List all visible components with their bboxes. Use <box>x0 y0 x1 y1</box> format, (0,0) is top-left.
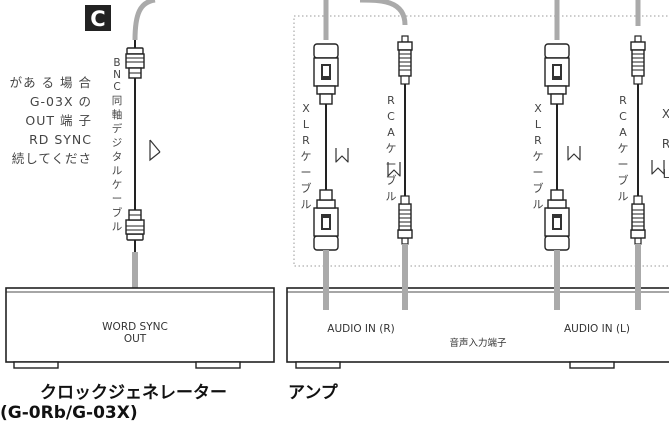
cable-label-char: R <box>302 134 310 147</box>
cable-label-char: X <box>662 107 669 121</box>
xlr-cable-r <box>313 0 349 310</box>
connector-plug-icon <box>313 43 339 105</box>
cable-label-char: A <box>387 126 395 139</box>
audio-in-r-label: AUDIO IN (R) <box>327 323 394 335</box>
description-line: RD SYNC <box>29 132 92 147</box>
cable-label-char: C <box>387 110 395 123</box>
cable-label-char: ー <box>301 166 312 179</box>
label-char: ケ <box>112 179 123 191</box>
label-char: 軸 <box>112 108 123 121</box>
signal-arrow-icon <box>149 139 161 162</box>
cropped-cable-label: X R L <box>662 107 669 181</box>
cable-label-char: ル <box>301 198 312 211</box>
audio-in-l-label: AUDIO IN (L) <box>564 323 630 335</box>
cable-label-char: R <box>387 94 395 107</box>
description-line: OUT 端 子 <box>25 113 92 128</box>
label-char: ジ <box>112 137 123 149</box>
cable-label-char: L <box>535 118 542 131</box>
label-char: ル <box>112 165 123 177</box>
cable-label-char: ブ <box>618 173 629 187</box>
cable-label-char: ブ <box>386 173 397 187</box>
cable-label-char: R <box>662 137 669 151</box>
xlr-cable-label-l: X L R ケ ー ブ ル <box>533 102 544 211</box>
cable-label-char: ブ <box>533 181 544 195</box>
badge-c: C <box>85 5 111 31</box>
cable-label-char: L <box>663 167 669 181</box>
amp-cable-region <box>293 15 669 267</box>
label-char: C <box>113 81 120 93</box>
label-char: タ <box>112 151 123 163</box>
rca-cable-label-l: R C A ケ ー ブ ル <box>618 94 629 203</box>
cable-label-char: A <box>619 126 627 139</box>
label-char: B <box>113 57 120 69</box>
bnc-cable-label: B N C 同 軸 デ ジ タ ル ケ ー ブ ル <box>112 57 123 233</box>
clock-generator-title: クロックジェネレーター <box>40 383 227 403</box>
cable-label-char: X <box>534 102 542 115</box>
cable-label-char: ー <box>533 166 544 179</box>
connector-plug-icon <box>544 189 570 251</box>
signal-arrow-icon <box>335 147 349 163</box>
cable-label-char: C <box>619 110 627 123</box>
connector-plug-icon <box>397 35 413 85</box>
label-char: ー <box>112 193 123 205</box>
xlr-cable-label-r: X L R ケ ー ブ ル <box>301 102 312 211</box>
amp-title: アンプ <box>288 383 338 403</box>
signal-arrow-icon <box>567 145 581 161</box>
connector-plug-icon <box>125 47 145 79</box>
cable-label-char: ケ <box>533 150 544 163</box>
cable-label-char: ル <box>386 190 397 203</box>
badge-label: C <box>90 7 105 31</box>
label-char: 同 <box>112 95 123 107</box>
connector-plug-icon <box>397 195 413 245</box>
cable-label-char: L <box>303 118 310 131</box>
label-char: デ <box>112 122 123 135</box>
connector-plug-icon <box>630 195 646 245</box>
amp-device: AUDIO IN (R) AUDIO IN (L) 音声入力端子 <box>286 287 669 369</box>
description-line: があ る 場 合 <box>9 75 92 90</box>
description-line: 続してくださ <box>11 151 92 166</box>
xlr-cable-l <box>544 0 581 310</box>
cable-label-char: R <box>534 134 542 147</box>
cable-label-char: ケ <box>386 142 397 155</box>
clock-generator-model: (G-0Rb/G-03X) <box>0 403 138 423</box>
label-char: N <box>113 69 121 81</box>
cable-label-char: ー <box>386 158 397 171</box>
cable-label-char: ル <box>533 198 544 211</box>
label-char: ブ <box>112 206 123 219</box>
description-text: があ る 場 合 G-03X の OUT 端 子 RD SYNC 続してくださ <box>0 73 92 168</box>
word-sync-label: WORD SYNC <box>102 321 168 333</box>
cable-label-char: R <box>619 94 627 107</box>
cable-label-char: ケ <box>301 150 312 163</box>
connector-plug-icon <box>313 189 339 251</box>
word-sync-out-label: OUT <box>124 333 147 345</box>
description-line: G-03X の <box>29 94 92 109</box>
cable-label-char: X <box>302 102 310 115</box>
connector-plug-icon <box>125 209 145 241</box>
audio-input-terminal-label: 音声入力端子 <box>449 337 507 349</box>
bnc-cable <box>125 0 161 292</box>
rca-cable-l <box>630 0 665 310</box>
connector-plug-icon <box>630 35 646 85</box>
connector-plug-icon <box>544 43 570 105</box>
cable-label-char: ル <box>618 190 629 203</box>
cable-label-char: ー <box>618 158 629 171</box>
cable-label-char: ブ <box>301 181 312 195</box>
clock-generator-device: WORD SYNC OUT <box>5 287 275 369</box>
rca-cable-label-r: R C A ケ ー ブ ル <box>386 94 397 203</box>
cable-label-char: ケ <box>618 142 629 155</box>
label-char: ル <box>112 221 123 233</box>
rca-cable-r <box>359 0 413 310</box>
